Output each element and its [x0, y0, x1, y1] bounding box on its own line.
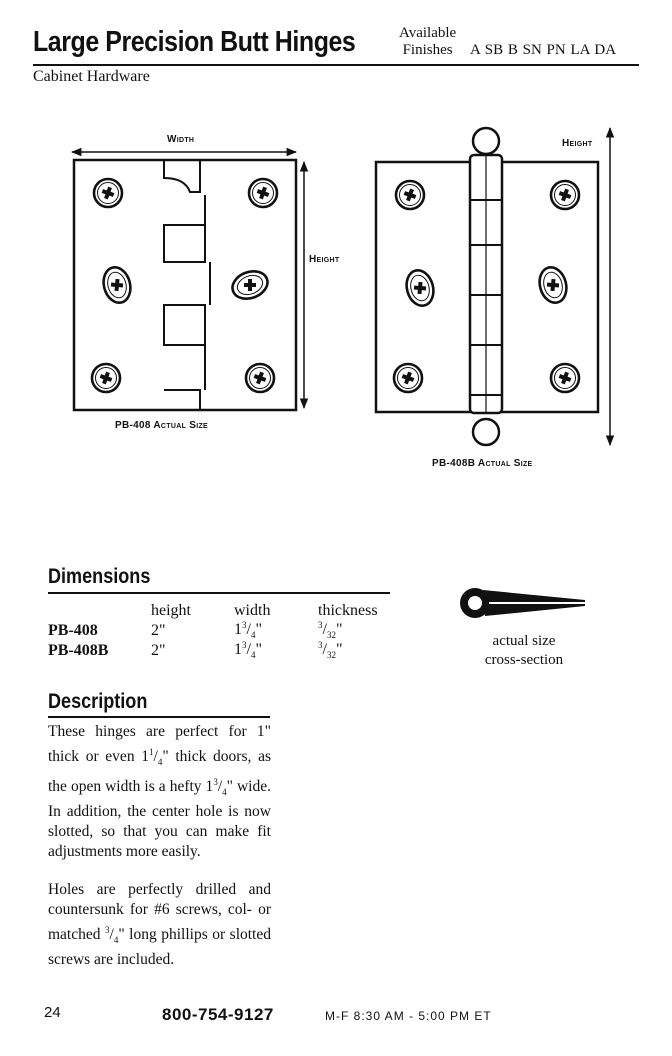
pb408b-hinge-drawing	[374, 126, 600, 447]
col-height: height	[151, 602, 191, 619]
category-label: Cabinet Hardware	[33, 68, 150, 85]
dimensions-header-row: height width thickness	[48, 600, 378, 620]
col-thickness: thickness	[318, 602, 378, 619]
pb408-caption: PB-408 Actual Size	[115, 420, 208, 431]
pb408b-height-label: Height	[562, 138, 593, 149]
description-rule	[48, 716, 270, 718]
dimensions-table: height width thickness PB-408 2" 13/4" 3…	[48, 600, 378, 660]
cross-section-drawing	[460, 588, 585, 618]
phone-number: 800-754-9127	[162, 1005, 274, 1024]
table-row: PB-408B 2" 13/4" 3/32"	[48, 640, 378, 660]
available-finishes-label: Available Finishes	[399, 25, 457, 58]
thickness-value: 3/32"	[318, 620, 343, 640]
pb408-width-label: Width	[167, 134, 195, 145]
cross-section-caption: actual size cross-section	[484, 633, 564, 668]
business-hours: M-F 8:30 AM - 5:00 PM ET	[325, 1009, 492, 1023]
height-value: 2"	[151, 642, 166, 659]
finish-codes: A SB B SN PN LA DA	[470, 42, 617, 58]
description-paragraph-2: Holes are perfectly drilled and counters…	[48, 881, 271, 968]
page-title: Large Precision Butt Hinges	[33, 26, 356, 58]
width-value: 13/4"	[234, 640, 262, 660]
table-row: PB-408 2" 13/4" 3/32"	[48, 620, 378, 640]
pb408b-caption: PB-408B Actual Size	[432, 458, 533, 469]
description-heading: Description	[48, 690, 148, 713]
dimensions-heading: Dimensions	[48, 565, 151, 588]
pb408-height-label: Height	[309, 254, 340, 265]
pb408-hinge-drawing	[72, 158, 298, 412]
model-name: PB-408B	[48, 642, 109, 659]
width-value: 13/4"	[234, 620, 262, 640]
height-value: 2"	[151, 622, 166, 639]
description-paragraph-1: These hinges are perfect for 1" thick or…	[48, 723, 271, 860]
page-number: 24	[44, 1004, 61, 1021]
hinge-figures	[70, 126, 615, 447]
col-width: width	[234, 602, 271, 619]
model-name: PB-408	[48, 622, 98, 639]
dimensions-rule	[48, 592, 390, 594]
thickness-value: 3/32"	[318, 640, 343, 660]
header-rule	[33, 64, 639, 66]
